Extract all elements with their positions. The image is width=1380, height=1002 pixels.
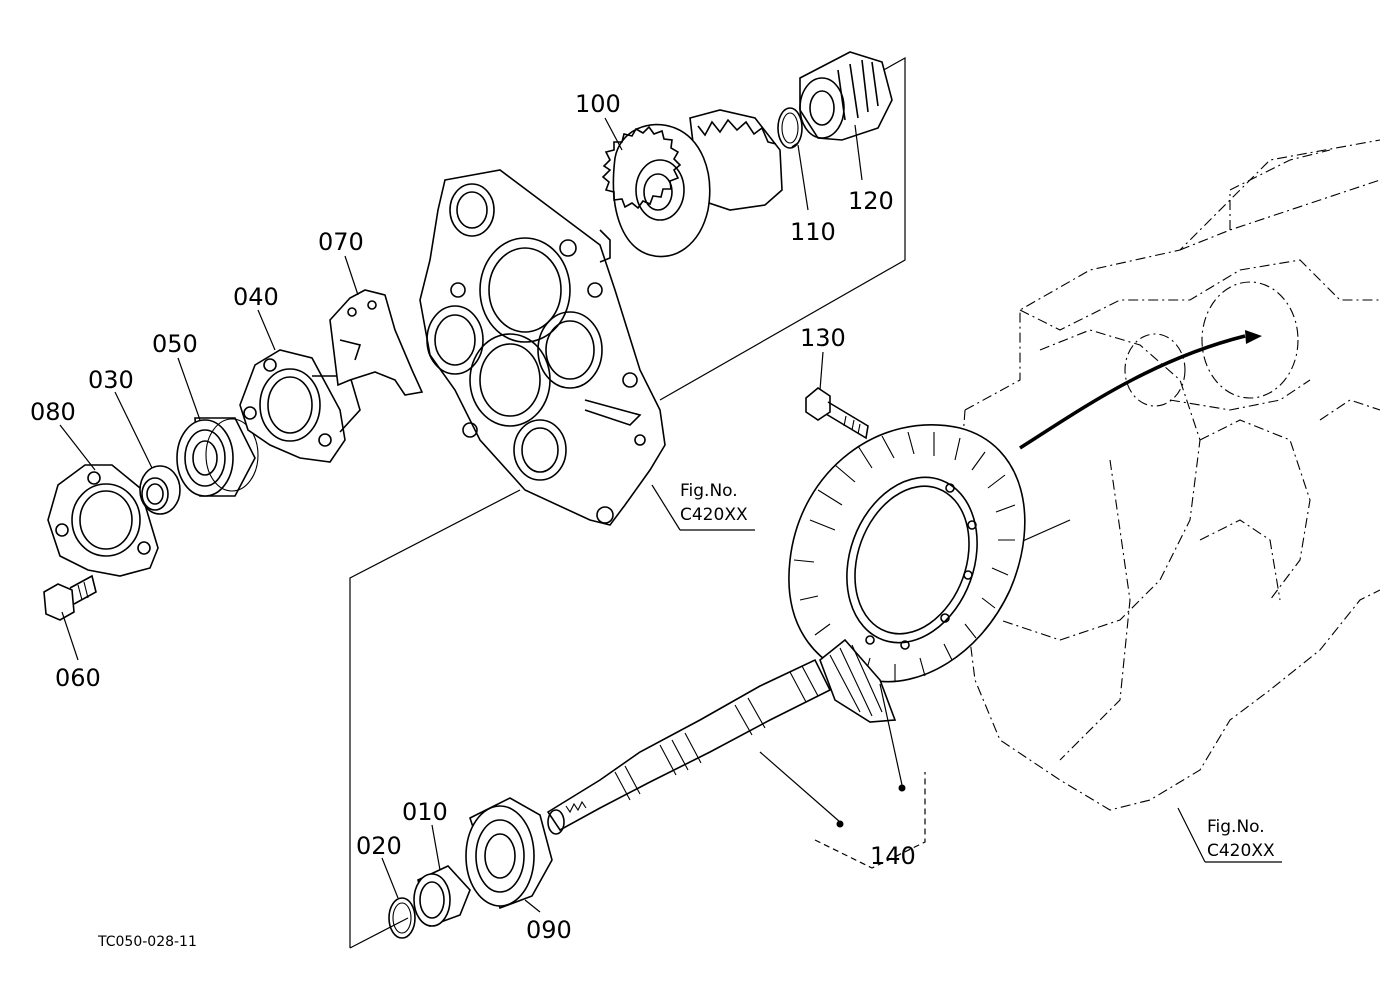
label-110: 110 [790, 218, 836, 246]
drawing-code: TC050-028-11 [97, 934, 197, 950]
part-020-circlip [388, 897, 416, 939]
label-050: 050 [152, 330, 198, 358]
part-050-bearing [176, 417, 259, 497]
figure-reference-2: Fig.No. C420XX [1207, 817, 1275, 861]
label-100: 100 [575, 90, 621, 118]
figure-reference-1: Fig.No. C420XX [680, 481, 748, 525]
label-140: 140 [870, 842, 916, 870]
part-060-bolt [43, 574, 97, 621]
part-120-sleeve-gear [799, 51, 893, 141]
label-130: 130 [800, 324, 846, 352]
leader-lines [59, 117, 1282, 913]
gear-case-housing [419, 169, 666, 526]
part-070-lever [329, 289, 424, 396]
assembly-frame-lines [349, 56, 1071, 949]
label-080: 080 [30, 398, 76, 426]
part-080-flange-cover [47, 464, 159, 577]
label-040: 040 [233, 283, 279, 311]
part-number-labels: 080 030 050 040 070 060 100 110 120 130 … [30, 90, 916, 944]
part-100-gear-cluster [601, 109, 783, 258]
label-120: 120 [848, 187, 894, 215]
label-090: 090 [526, 916, 572, 944]
part-010-collar [413, 865, 471, 928]
part-130-bolt [805, 387, 869, 440]
label-060: 060 [55, 664, 101, 692]
part-090-bearing [465, 797, 553, 910]
label-070: 070 [318, 228, 364, 256]
transmission-case [959, 139, 1380, 811]
label-030: 030 [88, 366, 134, 394]
part-030-oil-seal [139, 465, 181, 515]
fig-ref-1-line1: Fig.No. [680, 481, 738, 501]
fig-ref-2-line1: Fig.No. [1207, 817, 1265, 837]
part-040-flange [239, 349, 361, 463]
part-140-ring-gear-pinion [546, 424, 1026, 835]
label-020: 020 [356, 832, 402, 860]
fig-ref-2-line2: C420XX [1207, 841, 1275, 861]
label-010: 010 [402, 798, 448, 826]
part-110-snap-ring [777, 107, 803, 149]
fig-ref-1-line2: C420XX [680, 505, 748, 525]
